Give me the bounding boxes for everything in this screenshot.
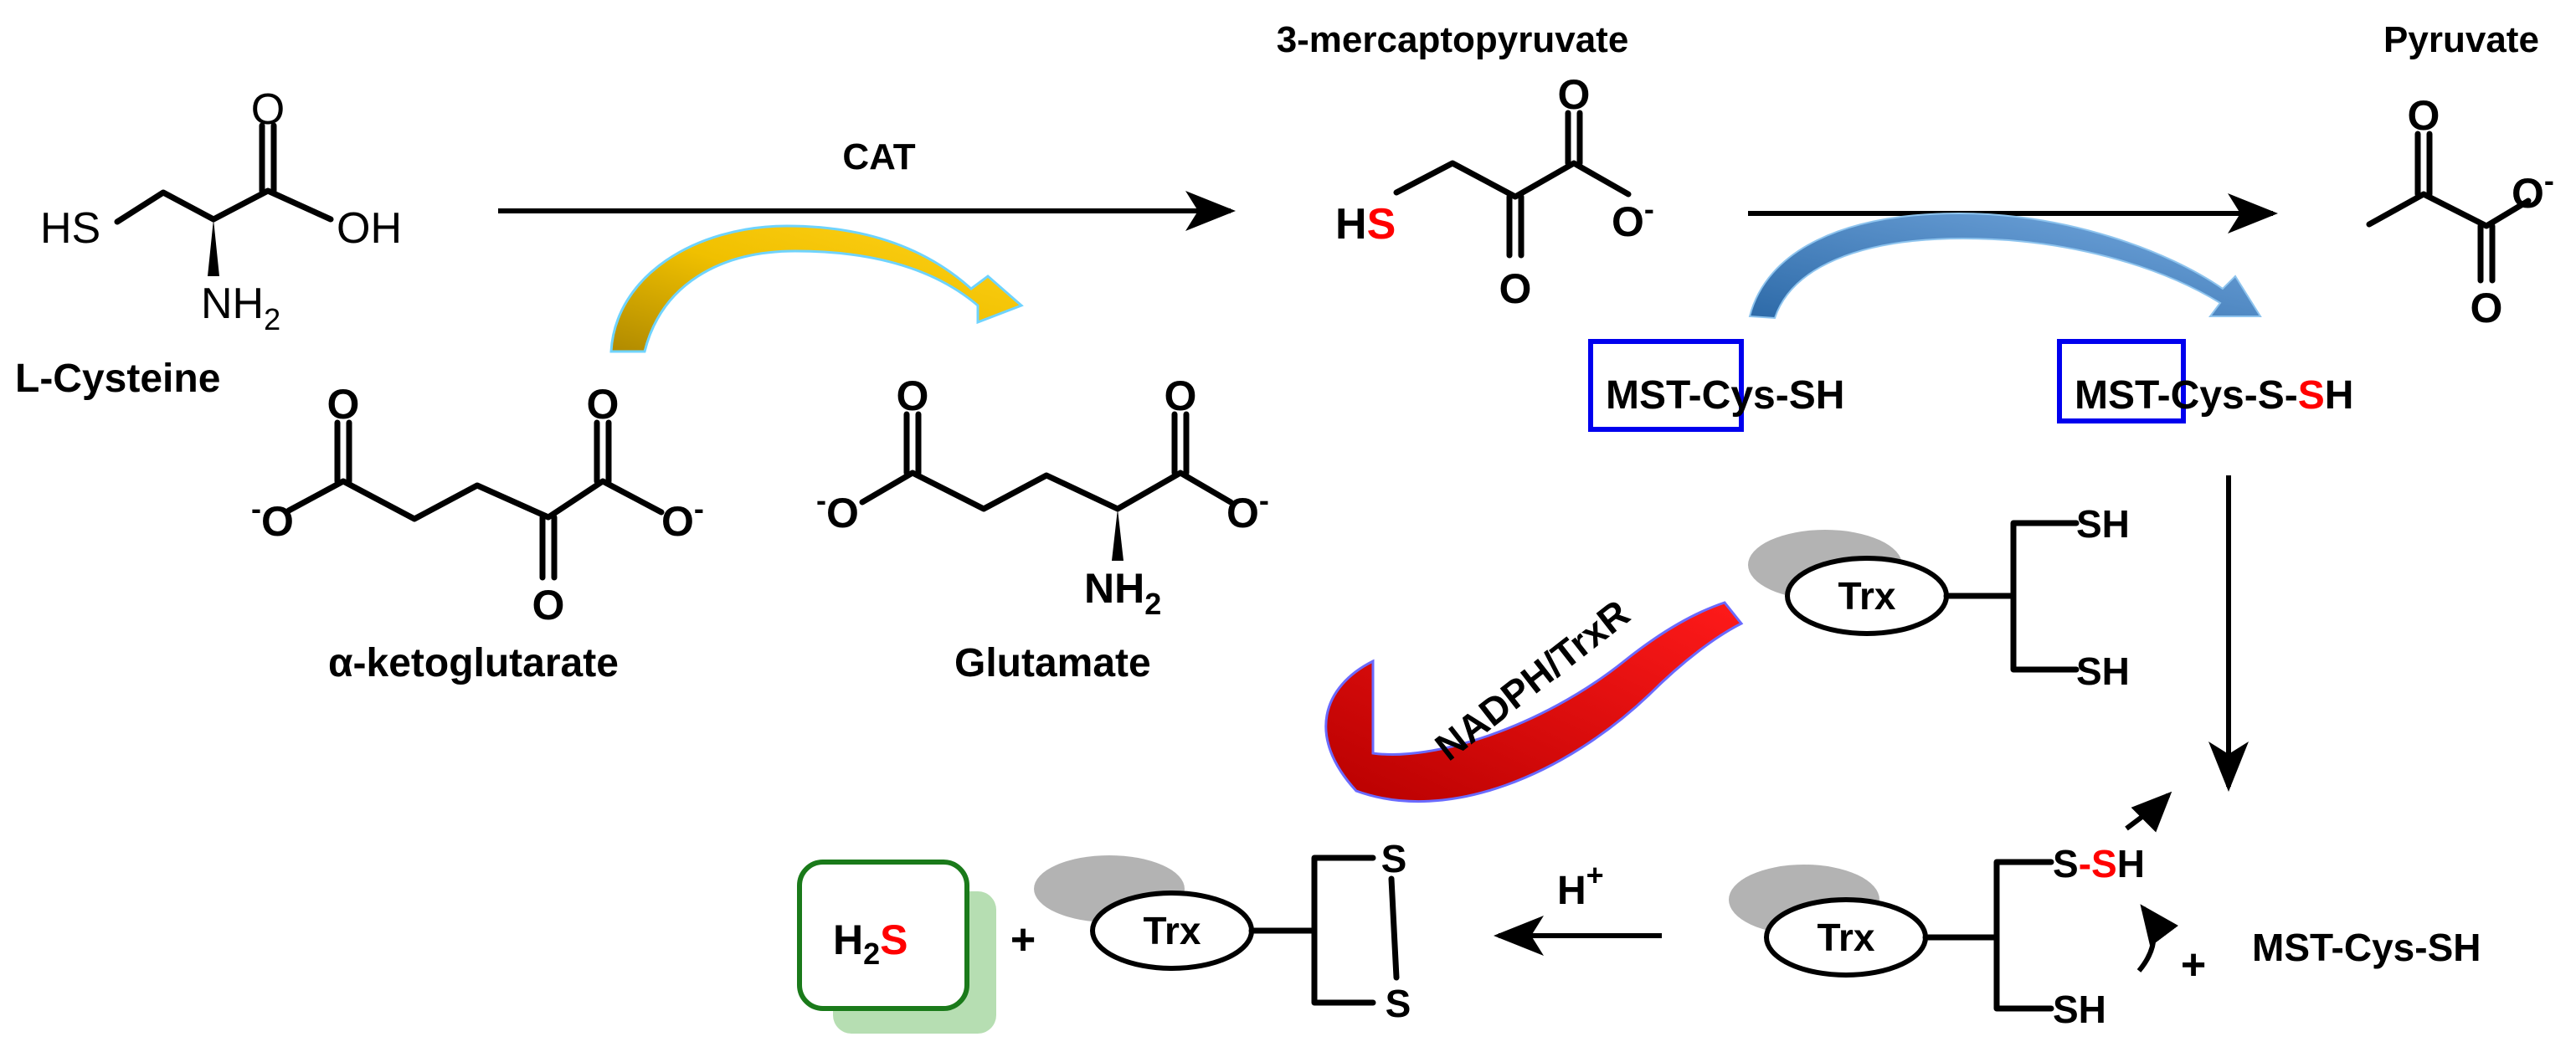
l-cysteine-hs: HS	[40, 204, 100, 253]
title-pyruvate: Pyruvate	[2383, 19, 2539, 60]
l-cysteine-nh2: NH2	[201, 280, 280, 336]
trx-oxidized-s-top: S	[1381, 837, 1407, 880]
pyruvate-bonds	[2366, 191, 2532, 229]
glutamate-o-left-top: O	[897, 372, 929, 419]
plus-sign-mst: +	[2181, 941, 2206, 989]
akg-name: α-ketoglutarate	[328, 641, 619, 685]
trx-reduced-sh-bottom: SH	[2076, 649, 2130, 693]
mst-cys-sh-top-label: MST-Cys-SH	[1606, 373, 1844, 418]
trx-persulfide: Trx S-SH SH	[1729, 791, 2178, 1031]
l-cysteine-carbonyl-o: O	[251, 85, 285, 134]
blue-sulfur-transfer-arrow	[1748, 212, 2262, 320]
mst-blue-box-left	[1588, 339, 1744, 432]
cat-enzyme-label: CAT	[842, 136, 915, 177]
trx-oxidized-s-bottom: S	[1386, 982, 1411, 1025]
trx-persulfide-s-sh: S-SH	[2053, 842, 2145, 885]
pyruvate-structure: O O O-	[2366, 92, 2554, 331]
electron-curved-arrow-top	[2125, 791, 2172, 833]
trx-reduced: Trx SH SH	[1748, 502, 2130, 693]
3mp-o-keto: O	[1499, 265, 1532, 312]
glutamate-name: Glutamate	[954, 641, 1151, 685]
trx-reduced-sh-top: SH	[2076, 502, 2130, 546]
glutamate-wedge-bond	[1112, 509, 1123, 561]
l-cysteine-oh: OH	[337, 204, 402, 253]
trx-oxidized: Trx S S	[1034, 837, 1411, 1025]
glutamate-structure: O -O O O- NH2 Glutamate	[816, 372, 1269, 685]
l-cysteine-wedge-bond	[208, 219, 219, 276]
3mp-bonds	[1393, 160, 1632, 200]
h-plus-label: H+	[1557, 858, 1604, 913]
trx-reduced-label: Trx	[1838, 574, 1895, 618]
alpha-ketoglutarate-structure: O -O O O O- α-ketoglutarate	[251, 381, 704, 685]
trx-oxidized-branches	[1311, 855, 1376, 1006]
mst-cys-s-sh-label: MST-Cys-S-SH	[2075, 373, 2353, 418]
disulfide-bond	[1388, 875, 1400, 981]
mst-cys-sh-bottom-label: MST-Cys-SH	[2252, 926, 2481, 969]
plus-sign-trx: +	[1010, 916, 1036, 964]
akg-o-left-minus: -O	[251, 491, 294, 545]
h2s-label: H2S	[833, 916, 908, 971]
gold-transamination-arrow	[609, 224, 1024, 353]
pyruvate-o-keto: O	[2408, 92, 2440, 139]
trx-persulfide-branches	[1993, 859, 2054, 1012]
3-mercaptopyruvate-structure: HS O O O-	[1335, 71, 1654, 312]
electron-curved-arrow-bottom	[2136, 904, 2178, 973]
mst-cys-sh-top: MST-Cys-SH	[1588, 339, 1844, 432]
pyruvate-o-carbonyl: O	[2471, 285, 2503, 331]
red-nadph-trxr-arrow	[1324, 601, 1744, 803]
akg-o-left-top: O	[327, 381, 360, 428]
3mp-o-carbonyl: O	[1558, 71, 1591, 118]
akg-bonds	[285, 478, 665, 522]
3mp-o-minus: O-	[1612, 192, 1654, 245]
l-cysteine-bonds	[114, 187, 334, 225]
3mp-hs: HS	[1335, 200, 1396, 249]
trx-reduced-branches	[2010, 520, 2080, 673]
trx-persulfide-sh: SH	[2053, 988, 2106, 1031]
glutamate-o-right-top: O	[1165, 372, 1197, 419]
akg-o-keto: O	[532, 582, 565, 629]
glutamate-o-left-minus: -O	[816, 483, 859, 536]
akg-o-right-top: O	[587, 381, 620, 428]
glutamate-bonds	[859, 470, 1234, 512]
pyruvate-o-minus: O-	[2512, 163, 2554, 217]
l-cysteine-structure: HS O OH NH2 L-Cysteine	[15, 85, 402, 401]
mst-blue-box-right	[2057, 339, 2186, 423]
h2s-product: H2S	[797, 860, 996, 1034]
glutamate-o-right-minus: O-	[1226, 483, 1269, 536]
l-cysteine-name: L-Cysteine	[15, 357, 220, 401]
mst-cys-s-sh: MST-Cys-S-SH	[2057, 339, 2353, 423]
glutamate-nh2: NH2	[1084, 565, 1161, 621]
trx-oxidized-label: Trx	[1143, 909, 1201, 952]
h2s-green-box	[797, 860, 969, 1011]
title-3-mercaptopyruvate: 3-mercaptopyruvate	[1277, 19, 1629, 60]
trx-persulfide-label: Trx	[1817, 916, 1874, 959]
akg-o-right-minus: O-	[661, 491, 704, 545]
